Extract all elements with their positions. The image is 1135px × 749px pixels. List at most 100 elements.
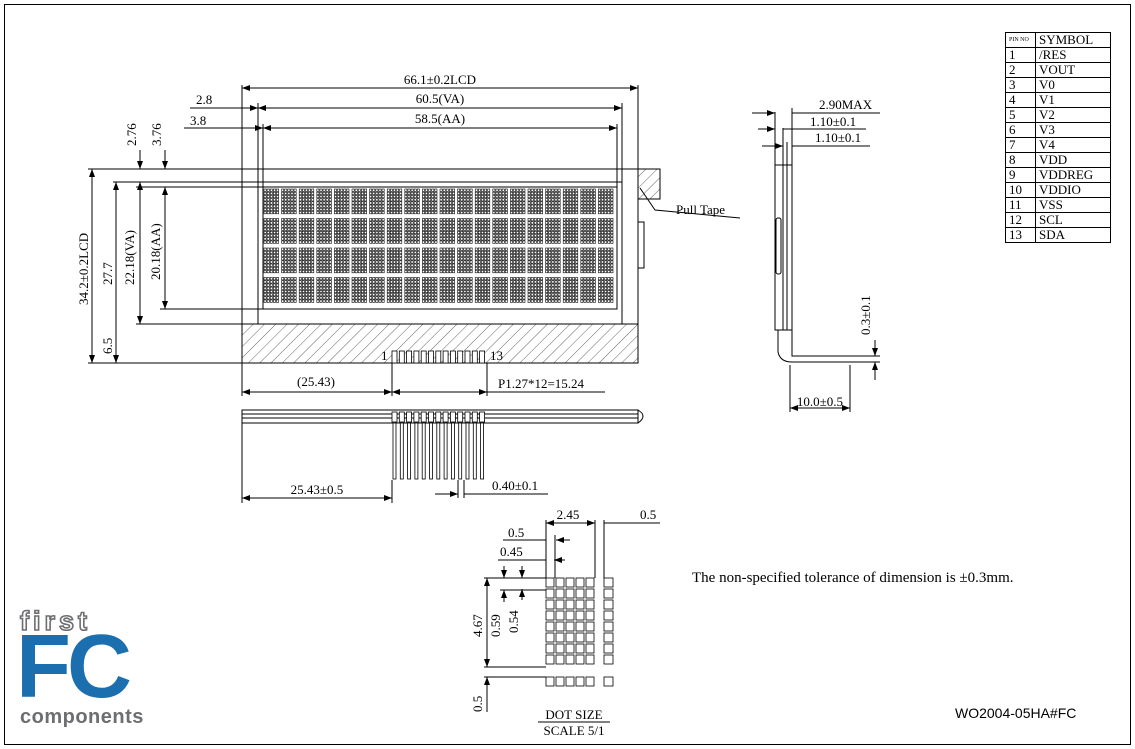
dot bbox=[575, 632, 585, 643]
character-cell bbox=[334, 218, 350, 244]
character-cell bbox=[439, 277, 455, 303]
character-cell bbox=[580, 218, 596, 244]
character-cell bbox=[404, 277, 420, 303]
character-cell bbox=[474, 218, 491, 244]
front-dimensions bbox=[88, 85, 741, 396]
character-cell bbox=[457, 247, 473, 274]
pin-symbol: SCL bbox=[1035, 212, 1111, 228]
pin-pad bbox=[479, 350, 486, 364]
dot bbox=[545, 643, 555, 654]
company-logo: first FC components bbox=[16, 605, 153, 732]
pin-pad bbox=[428, 350, 434, 364]
pin-pad bbox=[464, 350, 471, 364]
character-cell bbox=[598, 277, 614, 303]
character-cell bbox=[545, 247, 561, 274]
character-cell bbox=[386, 188, 403, 215]
character-cell bbox=[369, 218, 385, 244]
dot bbox=[575, 643, 585, 654]
character-cell bbox=[439, 247, 455, 274]
dot-size-scale: SCALE 5/1 bbox=[543, 723, 604, 738]
dot bbox=[565, 610, 575, 621]
symbol-header: SYMBOL bbox=[1035, 32, 1111, 48]
character-cell bbox=[404, 247, 420, 274]
dot bbox=[575, 577, 585, 588]
pin-lead bbox=[399, 422, 404, 480]
dim-dot-0-45: 0.45 bbox=[500, 544, 523, 559]
dim-aa-height: 20.18(AA) bbox=[148, 223, 163, 280]
character-cell bbox=[263, 218, 279, 244]
character-cell bbox=[281, 188, 297, 215]
character-cell bbox=[422, 247, 438, 274]
character-cell bbox=[422, 218, 438, 244]
dot bbox=[585, 654, 595, 665]
dot bbox=[555, 610, 565, 621]
dimension-labels: 66.1±0.2LCD 60.5(VA) 58.5(AA) 2.8 3.8 2.… bbox=[76, 72, 1013, 738]
dot bbox=[565, 643, 575, 654]
pin-pad bbox=[471, 350, 478, 364]
dim-va-offset-x: 2.8 bbox=[196, 92, 212, 107]
dim-0-3: 0.3±0.1 bbox=[858, 295, 873, 335]
pull-tape-label: Pull Tape bbox=[676, 202, 725, 217]
character-cell bbox=[351, 277, 367, 303]
pin-number: 1 bbox=[1005, 47, 1036, 63]
pin-last-label: 13 bbox=[490, 348, 503, 363]
pin-pad bbox=[398, 350, 405, 364]
character-cell bbox=[545, 218, 561, 244]
dot bbox=[555, 588, 565, 599]
character-cell bbox=[492, 188, 508, 215]
character-cell bbox=[598, 218, 614, 244]
character-cell bbox=[298, 277, 315, 303]
pin-first-label: 1 bbox=[381, 348, 388, 363]
pin-number: 2 bbox=[1005, 62, 1036, 78]
character-cell bbox=[334, 188, 350, 215]
dot bbox=[585, 588, 595, 599]
character-cell bbox=[562, 247, 579, 274]
dim-dot-0-5-bottom: 0.5 bbox=[470, 696, 485, 712]
character-cell bbox=[545, 277, 561, 303]
character-cell bbox=[580, 247, 596, 274]
dot bbox=[555, 599, 565, 610]
character-cell bbox=[404, 188, 420, 215]
character-cell bbox=[316, 277, 332, 303]
character-cell bbox=[580, 188, 596, 215]
dot bbox=[575, 599, 585, 610]
dim-aa-width: 58.5(AA) bbox=[415, 111, 465, 126]
character-cell bbox=[369, 188, 385, 215]
dim-va-width: 60.5(VA) bbox=[416, 91, 465, 106]
pin-number: 13 bbox=[1005, 227, 1036, 243]
pin-lead bbox=[450, 422, 455, 480]
pin-symbol: VDDREG bbox=[1035, 167, 1111, 183]
pin-pad bbox=[413, 350, 420, 364]
character-cell bbox=[598, 188, 614, 215]
dim-dot-0-59: 0.59 bbox=[488, 614, 503, 637]
pin-lead bbox=[472, 422, 477, 480]
dot bbox=[565, 588, 575, 599]
part-number: WO2004-05HA#FC bbox=[955, 705, 1077, 721]
dot bbox=[555, 643, 565, 654]
character-cell bbox=[439, 218, 455, 244]
character-cell bbox=[298, 247, 315, 274]
pin-symbol: V2 bbox=[1035, 107, 1111, 123]
dim-pin-offset: (25.43) bbox=[297, 374, 335, 389]
dot bbox=[545, 588, 555, 599]
dim-va-height: 22.18(VA) bbox=[122, 230, 137, 285]
character-cell bbox=[527, 247, 543, 274]
dot bbox=[585, 599, 595, 610]
pin-symbol: V4 bbox=[1035, 137, 1111, 153]
character-cell bbox=[562, 277, 579, 303]
character-cell bbox=[527, 277, 543, 303]
dim-pin-pitch: P1.27*12=15.24 bbox=[498, 376, 585, 391]
pin-no-header: PIN NO bbox=[1005, 32, 1036, 48]
pin-number: 10 bbox=[1005, 182, 1036, 198]
character-cell bbox=[369, 277, 385, 303]
pin-pad bbox=[457, 350, 464, 364]
dim-aa-offset-x: 3.8 bbox=[190, 113, 206, 128]
dim-dot-0-5-top: 0.5 bbox=[640, 507, 656, 522]
character-cell bbox=[334, 247, 350, 274]
pin-symbol: VOUT bbox=[1035, 62, 1111, 78]
